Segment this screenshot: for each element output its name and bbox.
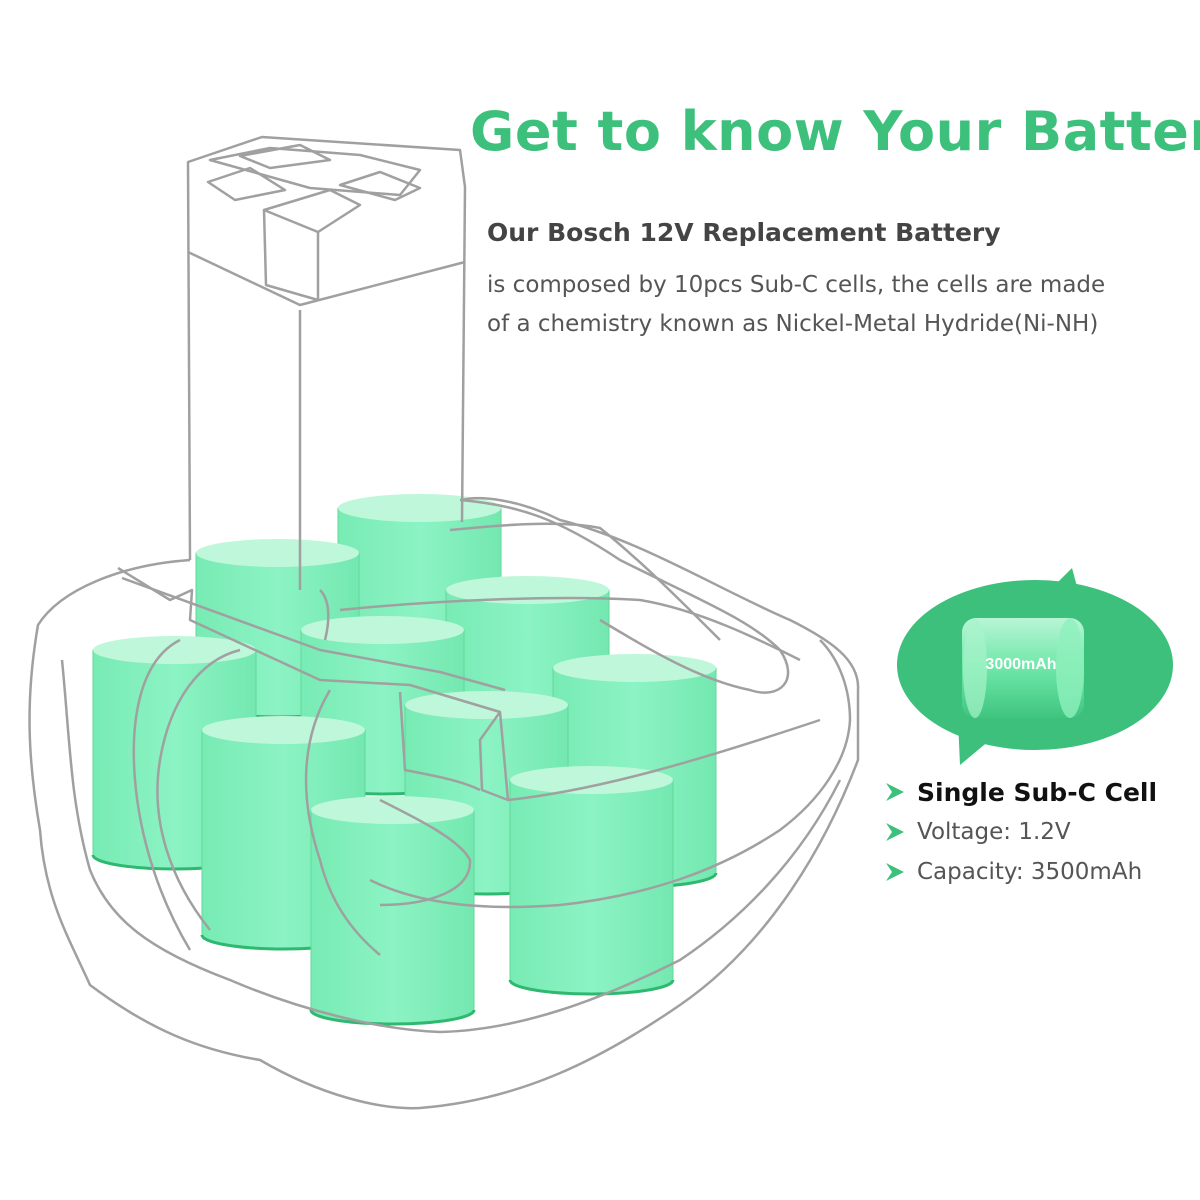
spec-item-voltage: Voltage: 1.2V	[884, 812, 1194, 852]
spec-title: Single Sub-C Cell	[917, 777, 1158, 807]
intro-line: of a chemistry known as Nickel-Metal Hyd…	[487, 311, 1099, 337]
spec-capacity: Capacity: 3500mAh	[917, 859, 1143, 885]
spec-item-title: Single Sub-C Cell	[884, 772, 1194, 812]
chevron-right-icon	[886, 823, 904, 841]
battery-cell	[309, 796, 476, 1026]
intro-description: is composed by 10pcs Sub-C cells, the ce…	[487, 266, 1177, 344]
battery-cells	[91, 494, 718, 1026]
spec-voltage: Voltage: 1.2V	[917, 819, 1071, 845]
intro-title: Our Bosch 12V Replacement Battery	[487, 218, 1001, 247]
cell-badge-icon	[897, 568, 1173, 765]
cell-badge-label: 3000mAh	[985, 656, 1056, 673]
chevron-right-icon	[886, 783, 904, 801]
page-headline: Get to know Your Battery	[470, 100, 1200, 163]
battery-housing-outline	[28, 135, 860, 1110]
battery-cell	[508, 766, 675, 996]
spec-item-capacity: Capacity: 3500mAh	[884, 852, 1194, 892]
intro-line: is composed by 10pcs Sub-C cells, the ce…	[487, 272, 1106, 298]
chevron-right-icon	[886, 863, 904, 881]
cell-specs: Single Sub-C Cell Voltage: 1.2V Capacity…	[884, 772, 1194, 892]
